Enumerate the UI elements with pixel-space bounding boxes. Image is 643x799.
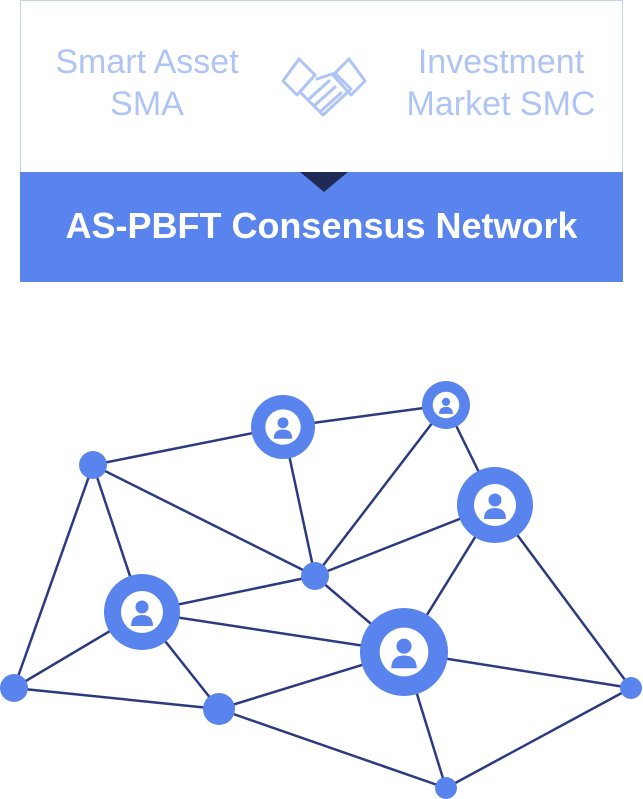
user-node xyxy=(251,395,315,459)
relay-node xyxy=(79,451,107,479)
banner-title: AS-PBFT Consensus Network xyxy=(65,205,578,246)
relay-node xyxy=(203,693,235,725)
network-edge xyxy=(314,404,447,577)
pointer-arrow xyxy=(300,172,348,192)
network-edge xyxy=(445,686,632,790)
node-circle xyxy=(0,674,28,702)
user-node xyxy=(360,608,448,696)
smart-asset-label-line1: Smart Asset xyxy=(55,43,239,81)
smart-asset-label-line2: SMA xyxy=(110,85,184,123)
smart-asset-label: Smart Asset SMA xyxy=(37,41,257,125)
network-edge xyxy=(218,707,447,790)
relay-node xyxy=(0,674,28,702)
network-edge xyxy=(13,686,220,711)
network-edge xyxy=(493,504,633,689)
node-circle xyxy=(620,677,642,699)
network-nodes xyxy=(0,381,642,799)
network-edge xyxy=(92,463,316,578)
node-circle xyxy=(435,777,457,799)
network-edge xyxy=(92,425,284,467)
relay-node xyxy=(620,677,642,699)
investment-market-label: Investment Market SMC xyxy=(391,41,611,125)
investment-market-label-line1: Investment xyxy=(417,43,585,81)
user-node xyxy=(104,574,180,650)
consensus-banner: AS-PBFT Consensus Network xyxy=(20,172,623,282)
user-icon xyxy=(379,627,429,677)
user-node xyxy=(422,381,470,429)
node-circle xyxy=(301,562,329,590)
parties-box: Smart Asset SMA Investment Market SMC xyxy=(20,0,623,173)
investment-market-label-line2: Market SMC xyxy=(406,85,596,123)
user-node xyxy=(457,467,533,543)
user-icon xyxy=(432,391,460,419)
user-icon xyxy=(265,409,301,445)
relay-node xyxy=(301,562,329,590)
node-circle xyxy=(203,693,235,725)
handshake-icon xyxy=(281,57,367,117)
user-icon xyxy=(121,591,163,633)
header-panel: Smart Asset SMA Investment Market SMC AS… xyxy=(20,0,623,282)
relay-node xyxy=(435,777,457,799)
user-icon xyxy=(474,484,516,526)
network-edge xyxy=(12,464,95,689)
node-circle xyxy=(79,451,107,479)
network-edge xyxy=(141,610,405,654)
